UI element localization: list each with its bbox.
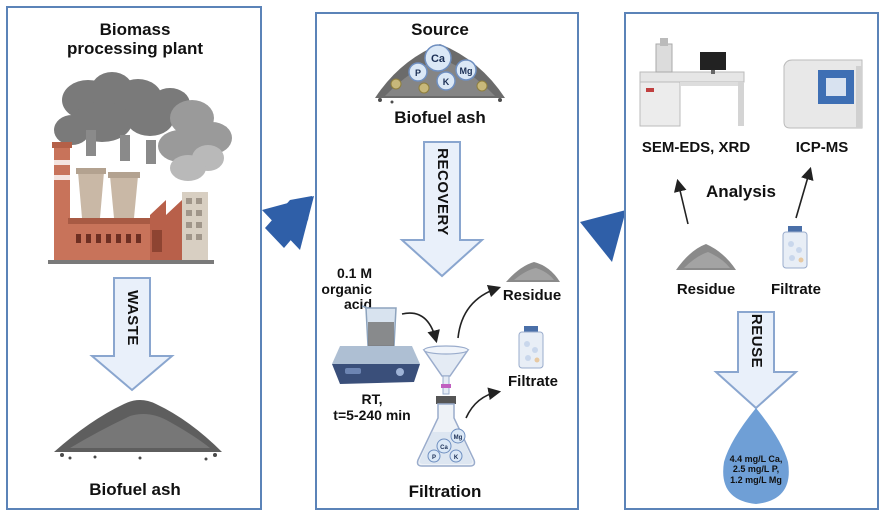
icp-ms-label: ICP-MS [795, 139, 849, 156]
concentration-text: 4.4 mg/L Ca, 2.5 mg/L P, 1.2 mg/L Mg [729, 454, 783, 485]
chimney-icon [52, 142, 72, 260]
filtrate-label-2: Filtrate [770, 281, 821, 298]
acid-label: 0.1 M organic acid [321, 265, 372, 313]
source-element-mg: Mg [460, 66, 473, 76]
source-label: Source [411, 20, 469, 39]
flask-element-mg: Mg [454, 435, 463, 441]
flask-element-ca: Ca [440, 445, 448, 451]
residue-label-2: Residue [676, 281, 736, 298]
source-element-k: K [443, 77, 450, 87]
smoke-cloud-icon [54, 72, 190, 145]
biomass-plant-title: Biomass processing plant [66, 20, 204, 59]
biofuel-ash-label-2: Biofuel ash [394, 108, 486, 127]
sem-eds-xrd-label: SEM-EDS, XRD [641, 139, 751, 156]
filtrate-label-1: Filtrate [507, 373, 558, 390]
conditions-label: RT, t=5-240 min [333, 391, 411, 423]
flask-element-k: K [454, 455, 459, 461]
biofuel-ash-label-1: Biofuel ash [89, 480, 181, 499]
source-element-p: P [415, 68, 421, 78]
filtration-label: Filtration [408, 482, 482, 501]
residue-label-1: Residue [502, 287, 562, 304]
flask-element-p: P [432, 455, 436, 461]
source-element-ca: Ca [431, 53, 446, 65]
analysis-label: Analysis [706, 182, 776, 201]
